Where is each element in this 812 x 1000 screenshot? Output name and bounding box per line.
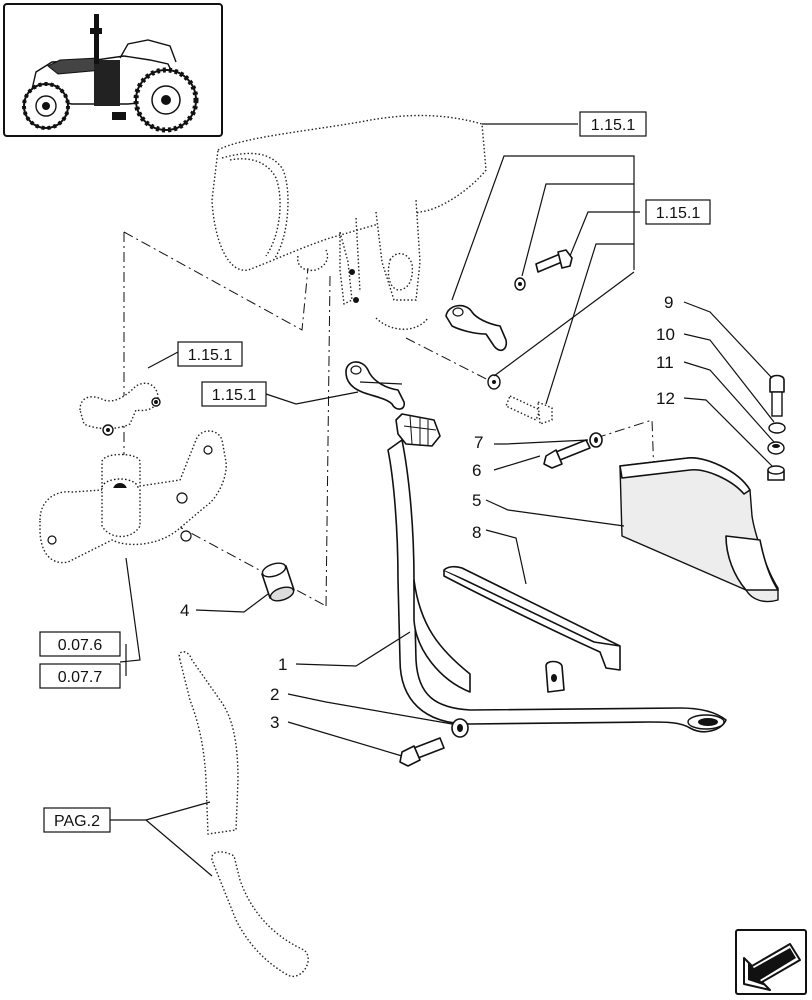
callout-5: 5 (472, 491, 481, 510)
callout-4: 4 (180, 601, 189, 620)
washer-2 (451, 718, 469, 738)
clamp-left (79, 382, 161, 436)
tractor-thumbnail[interactable] (3, 3, 223, 137)
heat-shield-8 (443, 565, 621, 671)
bolt-3 (399, 737, 445, 767)
callout-numbers: 1 2 3 4 5 6 7 8 9 10 11 12 (180, 293, 675, 732)
callout-6: 6 (472, 461, 481, 480)
muffler (211, 114, 487, 330)
next-page-arrow-icon (743, 943, 801, 991)
reference-box-6[interactable]: 0.07.7 (39, 663, 121, 689)
callout-10: 10 (656, 325, 675, 344)
callout-1: 1 (278, 655, 287, 674)
clamp-upper-right (445, 304, 508, 352)
nut-12 (767, 465, 785, 481)
support-bracket (178, 651, 309, 977)
callout-7: 7 (474, 433, 483, 452)
washer-10 (768, 422, 786, 434)
svg-text:0.07.7: 0.07.7 (58, 669, 103, 686)
exhaust-pipe (387, 413, 727, 733)
assembly-line (325, 275, 331, 609)
reference-box-7[interactable]: PAG.2 (43, 807, 111, 833)
callout-8: 8 (472, 523, 481, 542)
upper-bolt (514, 249, 573, 291)
bolt-9 (769, 374, 785, 417)
reference-box-1[interactable]: 1.15.1 (579, 111, 647, 137)
leader-lines (108, 123, 775, 877)
spacer-4 (261, 562, 295, 602)
callout-12: 12 (656, 389, 675, 408)
callout-2: 2 (270, 685, 279, 704)
svg-text:1.15.1: 1.15.1 (656, 205, 701, 222)
svg-text:1.15.1: 1.15.1 (212, 387, 257, 404)
heat-shield-5 (619, 457, 779, 603)
reference-box-3[interactable]: 1.15.1 (177, 341, 243, 367)
assembly-line (123, 231, 309, 331)
svg-text:0.07.6: 0.07.6 (58, 637, 103, 654)
callout-9: 9 (664, 293, 673, 312)
callout-3: 3 (270, 713, 279, 732)
svg-text:1.15.1: 1.15.1 (188, 347, 233, 364)
tractor-icon (22, 14, 199, 133)
svg-text:PAG.2: PAG.2 (54, 813, 100, 830)
reference-box-4[interactable]: 1.15.1 (201, 381, 267, 407)
assembly-line (405, 337, 501, 387)
lower-right-bolt (487, 374, 553, 425)
reference-box-2[interactable]: 1.15.1 (645, 199, 711, 225)
reference-box-5[interactable]: 0.07.6 (39, 631, 121, 657)
assembly-line (173, 523, 327, 607)
svg-text:1.15.1: 1.15.1 (591, 117, 636, 134)
exhaust-manifold (39, 430, 227, 564)
callout-11: 11 (656, 353, 674, 372)
clamp-upper-left (345, 361, 406, 410)
bolt-6 (543, 439, 591, 469)
washer-7 (589, 432, 603, 448)
spring-washer-11 (767, 441, 785, 455)
next-page-button[interactable] (735, 929, 807, 995)
